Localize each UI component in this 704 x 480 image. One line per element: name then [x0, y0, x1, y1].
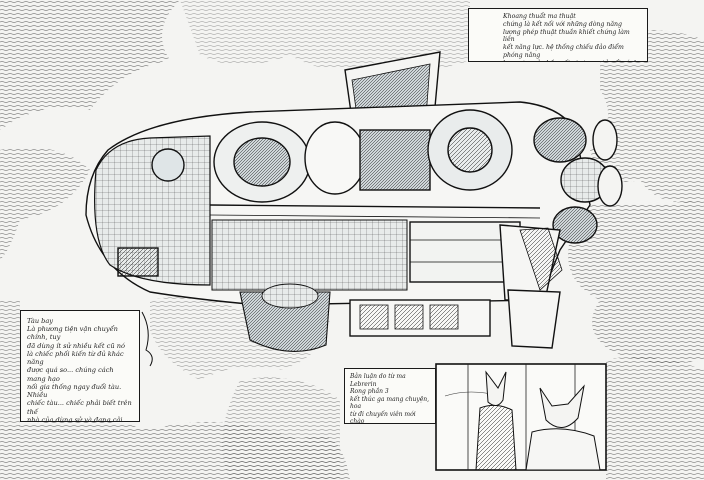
note-story: Bản luận do từ ma Lebrerin Rong phần 3 k…	[344, 368, 436, 424]
note-airship: Tàu bay Là phương tiện vận chuyển chính,…	[20, 310, 140, 422]
comic-panel-figures	[435, 363, 607, 471]
scroll-tab	[141, 311, 153, 367]
ship-hull	[85, 51, 623, 352]
note-magic-chamber: Khoang thuẩt ma thuật chứng là kết nối v…	[468, 8, 648, 62]
